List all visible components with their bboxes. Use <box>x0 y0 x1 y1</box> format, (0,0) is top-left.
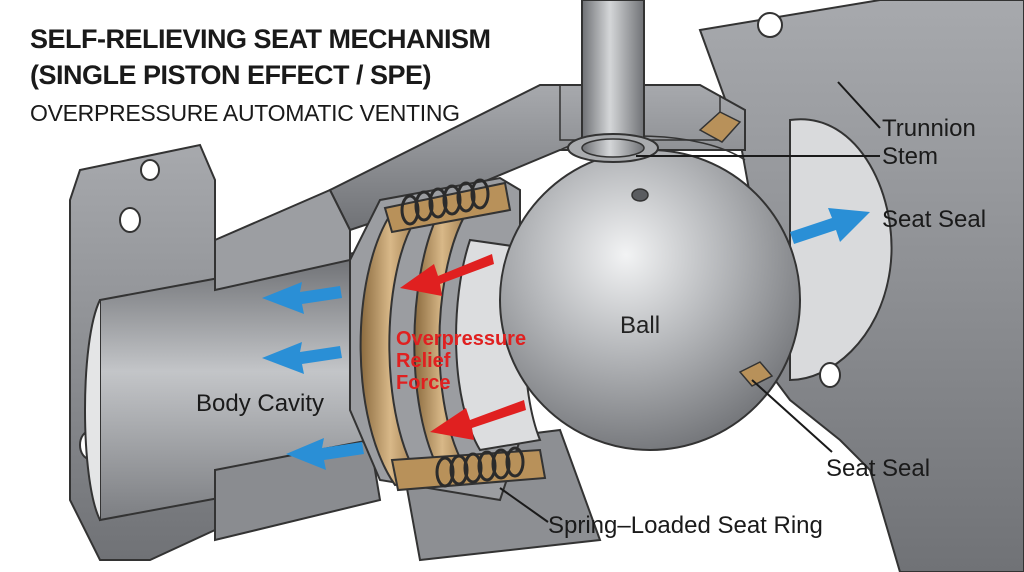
force-arrow <box>430 400 526 440</box>
right-body <box>698 0 1024 572</box>
title-line-2: (SINGLE PISTON EFFECT / SPE) <box>30 60 432 90</box>
label-ball: Ball <box>620 312 661 339</box>
vent-arrow <box>262 342 342 374</box>
label-trunnion: Trunnion <box>882 115 976 142</box>
leader-lines <box>499 81 881 523</box>
spring-top <box>400 178 490 226</box>
label-overpressure-relief-force: Overpressure Relief Force <box>396 328 526 394</box>
bolt-hole <box>119 207 141 233</box>
bolt-hole <box>757 12 783 38</box>
force-line-1: Overpressure <box>396 328 527 350</box>
vent-arrow <box>790 208 870 244</box>
label-seat-seal-top: Seat Seal <box>882 206 987 233</box>
force-line-3: Force <box>396 372 451 394</box>
force-line-2: Relief <box>396 350 451 372</box>
spring-bottom <box>435 446 525 488</box>
vent-arrows <box>262 208 870 470</box>
vent-arrow <box>262 282 342 314</box>
subtitle: OVERPRESSURE AUTOMATIC VENTING <box>30 100 460 126</box>
stem <box>567 0 774 387</box>
force-arrow <box>400 254 494 296</box>
title-line-1: SELF-RELIEVING SEAT MECHANISM <box>30 24 491 54</box>
bolt-hole <box>140 159 160 181</box>
label-body-cavity: Body Cavity <box>196 390 325 417</box>
force-arrows <box>400 254 526 440</box>
vent-arrow <box>286 438 364 470</box>
trunnion-seal-top <box>698 111 742 143</box>
bolt-hole <box>819 362 841 388</box>
seat-seal-insert <box>738 361 774 387</box>
label-spring-loaded-seat-ring: Spring–Loaded Seat Ring <box>548 512 823 539</box>
label-seat-seal-bottom: Seat Seal <box>826 455 931 482</box>
label-stem: Stem <box>882 143 939 170</box>
